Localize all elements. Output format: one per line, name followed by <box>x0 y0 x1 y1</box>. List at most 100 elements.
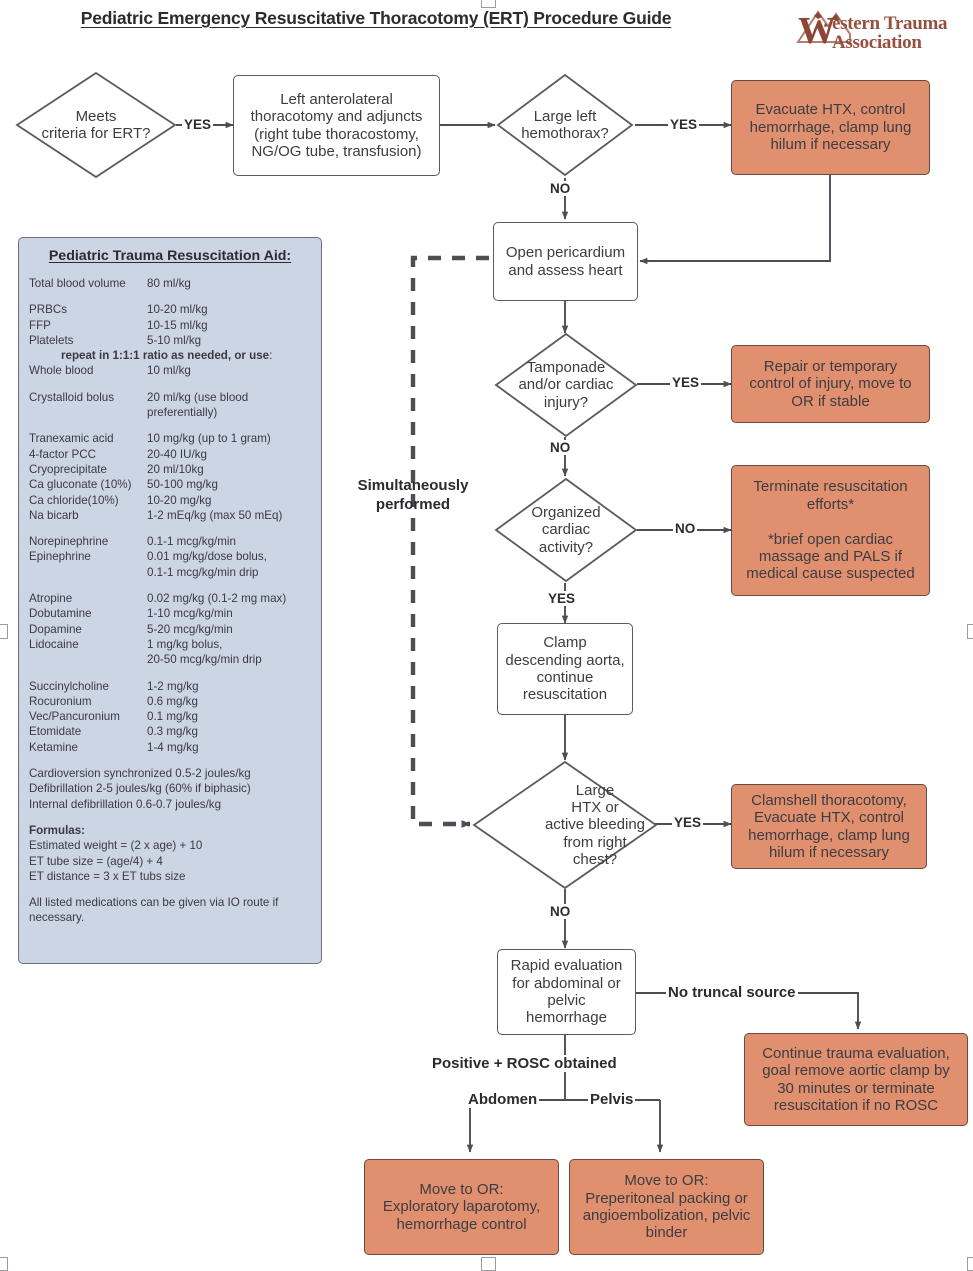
panel-row-label <box>29 565 147 580</box>
panel-row-label: Platelets <box>29 333 74 347</box>
edge-label-yes-2: YES <box>668 117 700 132</box>
panel-row-label: Cryoprecipitate <box>29 462 107 476</box>
panel-spacer <box>29 523 311 534</box>
scan-artifact-right <box>967 624 973 639</box>
panel-row: Etomidate 0.3 mg/kg <box>29 724 311 739</box>
panel-row-value: 10-15 ml/kg <box>147 318 208 332</box>
panel-row-label <box>29 652 147 667</box>
panel-row-value: 1-2 mg/kg <box>147 679 199 693</box>
panel-row-label: Crystalloid bolus <box>29 390 115 404</box>
pediatric-trauma-resuscitation-aid-panel: Pediatric Trauma Resuscitation Aid: Tota… <box>18 237 322 964</box>
logo-monogram: W <box>798 10 836 52</box>
edge-label-pelvis: Pelvis <box>588 1091 636 1108</box>
panel-formula-line: ET distance = 3 x ET tubs size <box>29 869 186 883</box>
panel-row-value: 1 mg/kg bolus, <box>147 637 223 651</box>
edge-label-yes-4: YES <box>546 591 578 606</box>
logo-line-2: Association <box>832 32 922 53</box>
edge-label-yes-3: YES <box>670 375 702 390</box>
panel-row: Lidocaine 1 mg/kg bolus, <box>29 637 311 652</box>
panel-row-label: Ca gluconate (10%) <box>29 478 132 492</box>
panel-row-label: Etomidate <box>29 725 82 739</box>
panel-row-value: 50-100 mg/kg <box>147 478 218 492</box>
panel-row-value: 1-4 mg/kg <box>147 740 199 754</box>
panel-spacer <box>29 580 311 591</box>
panel-row: PRBCs 10-20 ml/kg <box>29 302 311 317</box>
edge-label-no-4: NO <box>548 904 573 919</box>
edge-label-yes-5: YES <box>672 815 704 830</box>
panel-note: repeat in 1:1:1 ratio as needed, or use: <box>61 349 273 363</box>
panel-row-value: 20-50 mcg/kg/min drip <box>147 653 262 667</box>
panel-row-value: 0.1-1 mcg/kg/min <box>147 535 236 549</box>
scan-artifact-top <box>481 0 496 8</box>
panel-spacer <box>29 812 311 823</box>
panel-row-label: Tranexamic acid <box>29 432 114 446</box>
panel-row: preferentially) <box>29 405 311 420</box>
node-clamshell-thoracotomy[interactable]: Clamshell thoracotomy,Evacuate HTX, cont… <box>731 784 927 869</box>
panel-row-label: Ca chloride(10%) <box>29 493 119 507</box>
panel-row-label: Atropine <box>29 592 73 606</box>
panel-row-value: 1-10 mcg/kg/min <box>147 607 233 621</box>
node-continue-trauma-evaluation[interactable]: Continue trauma evaluation,goal remove a… <box>744 1033 968 1126</box>
panel-formula-line: Estimated weight = (2 x age) + 10 <box>29 839 203 853</box>
panel-row-value: 0.3 mg/kg <box>147 725 198 739</box>
panel-spacer <box>29 291 311 302</box>
mountain-peaks-icon <box>796 10 851 43</box>
panel-row: Crystalloid bolus 20 ml/kg (use blood <box>29 390 311 405</box>
panel-row: Epinephrine 0.01 mg/kg/dose bolus, <box>29 549 311 564</box>
panel-row-value: 20-40 IU/kg <box>147 447 207 461</box>
edge-label-no-3: NO <box>673 521 698 536</box>
panel-row-value: 20 ml/kg (use blood <box>147 390 249 404</box>
panel-energy-line: Internal defibrillation 0.6-0.7 joules/k… <box>29 797 222 811</box>
panel-row: Ca chloride(10%)10-20 mg/kg <box>29 493 311 508</box>
panel-spacer <box>29 379 311 390</box>
scan-artifact-bottom-left <box>0 1257 8 1271</box>
panel-energy-line: Cardioversion synchronized 0.5-2 joules/… <box>29 767 251 781</box>
node-move-or-abdomen[interactable]: Move to OR:Exploratory laparotomy,hemorr… <box>364 1159 559 1255</box>
panel-spacer <box>29 884 311 895</box>
edge-label-no-1: NO <box>548 181 573 196</box>
edge-label-positive-rosc: Positive + ROSC obtained <box>430 1055 619 1072</box>
panel-row-label: PRBCs <box>29 303 68 317</box>
panel-spacer <box>29 755 311 766</box>
panel-row-value: 0.1-1 mcg/kg/min drip <box>147 565 259 579</box>
edge-label-yes-1: YES <box>182 117 214 132</box>
western-trauma-association-logo: W estern Trauma Association <box>792 4 968 56</box>
panel-row: Ca gluconate (10%) 50-100 mg/kg <box>29 477 311 492</box>
edge-label-no-truncal-source: No truncal source <box>666 984 798 1001</box>
panel-spacer <box>29 420 311 431</box>
panel-row-label: Lidocaine <box>29 637 79 651</box>
scan-artifact-left <box>0 624 8 639</box>
panel-row-label: Epinephrine <box>29 550 91 564</box>
panel-row: 0.1-1 mcg/kg/min drip <box>29 565 311 580</box>
panel-row-value: 10-20 ml/kg <box>147 303 208 317</box>
panel-row-label: Total blood volume <box>29 277 126 290</box>
panel-row-value: 0.01 mg/kg/dose bolus, <box>147 550 267 564</box>
